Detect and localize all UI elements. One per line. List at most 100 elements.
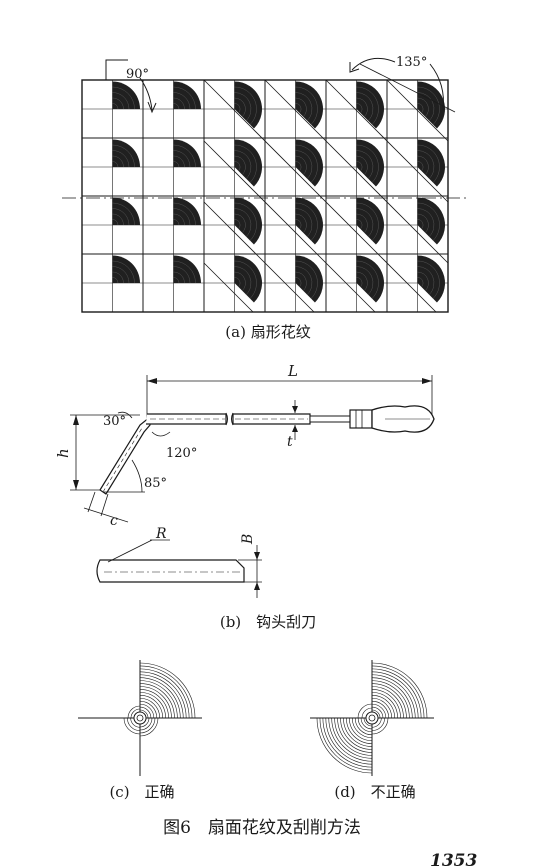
scrape-arc bbox=[139, 665, 193, 719]
scrape-arc bbox=[127, 717, 141, 731]
fan-ring bbox=[356, 161, 363, 172]
fan-ring bbox=[295, 202, 318, 241]
scrape-arc bbox=[371, 717, 385, 731]
scrape-arc bbox=[139, 717, 159, 737]
scrape-arc bbox=[139, 674, 184, 719]
fan-ring bbox=[173, 202, 196, 226]
scrape-arc bbox=[139, 703, 155, 719]
fan-ring bbox=[356, 150, 374, 179]
dim-R-label: R bbox=[155, 526, 167, 542]
scrape-arc bbox=[343, 717, 373, 747]
fan-ring bbox=[173, 86, 196, 110]
fan-mark bbox=[173, 81, 201, 109]
scrape-arc bbox=[139, 689, 169, 719]
fan-ring bbox=[112, 161, 119, 168]
scrape-arc bbox=[139, 686, 172, 719]
scrape-arc bbox=[371, 697, 393, 719]
fan-ring bbox=[417, 92, 435, 121]
fan-ring bbox=[234, 144, 257, 183]
scrape-arc bbox=[139, 695, 163, 719]
scrape-arc bbox=[139, 717, 153, 731]
fan-ring bbox=[417, 271, 429, 291]
fan-mark bbox=[173, 139, 201, 167]
scrape-arc bbox=[328, 717, 373, 762]
angle-30-label: 30° bbox=[103, 414, 126, 429]
panel-d: (d) 不正确 bbox=[310, 660, 434, 801]
fan-ring bbox=[356, 213, 368, 233]
scrape-arc bbox=[130, 717, 141, 728]
fan-ring bbox=[173, 161, 180, 168]
dim-t-label: t bbox=[287, 434, 293, 450]
fan-ring bbox=[173, 155, 185, 168]
fan-mark bbox=[112, 255, 140, 283]
fan-ring bbox=[112, 92, 130, 110]
fan-ring bbox=[417, 277, 424, 288]
fan-ring bbox=[173, 103, 180, 110]
scrape-arc bbox=[139, 709, 149, 719]
scrape-arc bbox=[371, 671, 419, 719]
scrape-arc bbox=[139, 680, 178, 719]
fan-mark bbox=[112, 197, 140, 225]
fan-ring bbox=[356, 144, 379, 183]
diagonal-line bbox=[386, 79, 449, 142]
scrape-arc bbox=[139, 706, 152, 719]
scrape-arc bbox=[357, 717, 373, 733]
fan-ring bbox=[173, 260, 196, 284]
dim-B-label: B bbox=[240, 534, 256, 545]
fan-ring bbox=[417, 103, 424, 114]
fan-ring bbox=[234, 103, 241, 114]
fan-mark bbox=[112, 139, 140, 167]
scrape-arc bbox=[139, 717, 150, 728]
center-circle-inner bbox=[136, 714, 144, 722]
scrape-arc bbox=[346, 717, 373, 744]
fan-ring bbox=[112, 97, 124, 110]
fan-ring bbox=[356, 219, 363, 230]
fan-ring bbox=[295, 260, 318, 299]
scrape-arc bbox=[371, 662, 428, 719]
fan-ring bbox=[173, 208, 191, 226]
scrape-arc bbox=[337, 717, 373, 753]
scrape-arc bbox=[371, 668, 422, 719]
fan-ring bbox=[173, 92, 191, 110]
fan-ring bbox=[295, 144, 318, 183]
fan-ring bbox=[295, 271, 307, 291]
scrape-arc bbox=[371, 706, 384, 719]
scrape-arc bbox=[139, 717, 156, 734]
fan-ring bbox=[112, 277, 119, 284]
fan-ring bbox=[234, 150, 252, 179]
fan-ring bbox=[295, 97, 307, 117]
fan-ring bbox=[417, 208, 435, 237]
scrape-arc bbox=[139, 662, 196, 719]
panel-b: L bbox=[54, 362, 435, 631]
panel-d-caption: (d) 不正确 bbox=[334, 783, 415, 801]
fan-ring bbox=[112, 144, 135, 168]
fan-ring bbox=[417, 150, 435, 179]
fan-ring bbox=[417, 213, 429, 233]
fan-ring bbox=[112, 202, 135, 226]
diagonal-line bbox=[203, 262, 254, 313]
scrape-arc bbox=[322, 717, 373, 768]
footer-partial-number: 1353 bbox=[430, 851, 477, 866]
scrape-arc bbox=[354, 717, 373, 736]
scrape-arc bbox=[371, 717, 382, 728]
fan-ring bbox=[112, 271, 124, 284]
scrape-arc bbox=[371, 680, 410, 719]
diagonal-line bbox=[264, 79, 449, 264]
fan-ring bbox=[112, 103, 119, 110]
correct-scraping-fan bbox=[78, 660, 202, 776]
scrape-arc bbox=[123, 717, 141, 735]
scrape-arc bbox=[139, 683, 175, 719]
fan-ring bbox=[112, 150, 130, 168]
fan-ring bbox=[173, 271, 185, 284]
fan-mark bbox=[173, 197, 201, 225]
scrape-arc bbox=[331, 717, 373, 759]
dim-c-label: c bbox=[110, 513, 118, 529]
fan-ring bbox=[356, 277, 363, 288]
fan-ring bbox=[356, 103, 363, 114]
scrape-arc bbox=[361, 707, 373, 719]
fan-ring bbox=[417, 161, 424, 172]
fan-ring bbox=[234, 92, 252, 121]
scrape-arc bbox=[371, 689, 401, 719]
fan-ring bbox=[356, 271, 368, 291]
diagonal-line bbox=[203, 201, 315, 313]
